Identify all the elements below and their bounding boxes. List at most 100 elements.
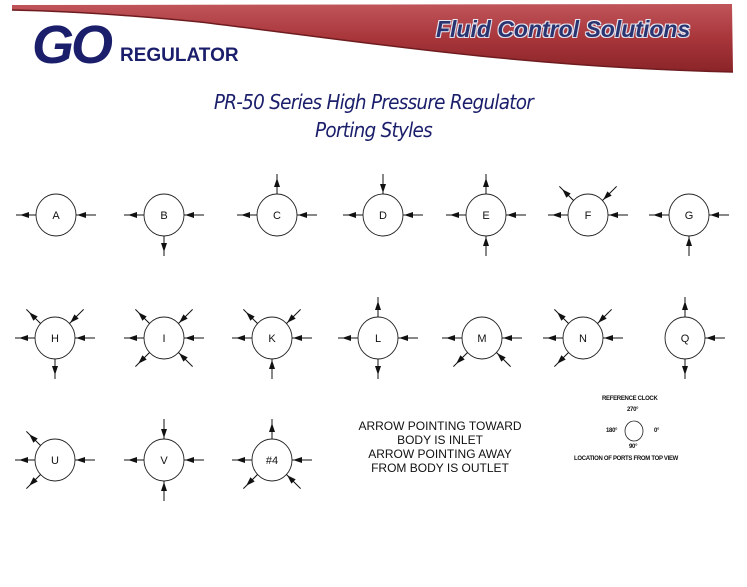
inlet-port-arrow-icon [184,335,204,341]
porting-style-label: Q [681,333,690,345]
outlet-port-arrow-icon [338,335,358,341]
legend-line: ARROW POINTING TOWARD [358,419,522,433]
porting-style-label: N [579,333,587,345]
clock-circle [624,420,644,442]
inlet-port-arrow-icon [686,236,692,256]
porting-style-H: H [15,309,95,379]
inlet-port-arrow-icon [297,212,317,218]
porting-style-M: M [442,316,522,367]
porting-style-label: U [51,455,59,467]
porting-style-I: I [124,309,204,367]
outlet-port-arrow-icon [26,474,41,489]
inlet-port-arrow-icon [286,474,301,489]
porting-style-label: L [375,333,381,345]
outlet-port-arrow-icon [124,335,144,341]
porting-style-K: K [232,309,312,379]
porting-style-E: E [446,174,526,256]
page-title: PR-50 Series High Pressure Regulator [213,90,534,114]
porting-style-label: A [52,210,60,222]
porting-style-label: B [160,210,167,222]
inlet-port-arrow-icon [506,212,526,218]
inlet-port-arrow-icon [705,335,725,341]
outlet-port-arrow-icon [274,174,280,194]
outlet-port-arrow-icon [135,352,150,367]
page-subtitle: Porting Styles [315,118,433,142]
clock-title: REFERENCE CLOCK [602,396,658,402]
porting-style-D: D [343,174,423,237]
inlet-port-arrow-icon [178,352,193,367]
inlet-port-arrow-icon [184,457,204,463]
inlet-port-arrow-icon [292,335,312,341]
clock-caption: LOCATION OF PORTS FROM TOP VIEW [574,456,679,462]
outlet-port-arrow-icon [343,212,363,218]
inlet-port-arrow-icon [709,212,729,218]
porting-style-label: E [482,210,489,222]
porting-style-no4: #4 [232,419,312,489]
inlet-port-arrow-icon [161,481,167,501]
outlet-port-arrow-icon [548,212,568,218]
header-banner [11,4,734,73]
porting-style-A: A [16,193,96,237]
inlet-port-arrow-icon [184,212,204,218]
logo-regulator: REGULATOR [120,45,239,66]
inlet-port-arrow-icon [403,212,423,218]
outlet-port-arrow-icon [26,309,41,324]
clock-label-0: 0° [654,428,660,434]
arrow-legend: ARROW POINTING TOWARD BODY IS INLET ARRO… [340,419,540,475]
inlet-port-arrow-icon [161,419,167,439]
outlet-port-arrow-icon [243,309,258,324]
outlet-port-arrow-icon [15,335,35,341]
inlet-port-arrow-icon [286,309,301,324]
porting-style-B: B [124,193,204,256]
inlet-port-arrow-icon [398,335,418,341]
outlet-port-arrow-icon [52,359,58,379]
outlet-port-arrow-icon [682,359,688,379]
inlet-port-arrow-icon [603,335,623,341]
logo-go: GO [32,15,113,75]
outlet-port-arrow-icon [232,335,252,341]
porting-style-label: G [685,210,694,222]
inlet-port-arrow-icon [292,457,312,463]
outlet-port-arrow-icon [554,309,569,324]
inlet-port-arrow-icon [380,174,386,194]
inlet-port-arrow-icon [483,236,489,256]
porting-style-V: V [124,419,204,501]
tagline: Fluid Control Solutions [436,16,691,42]
inlet-port-arrow-icon [75,457,95,463]
legend-line: FROM BODY IS OUTLET [371,461,509,475]
outlet-port-arrow-icon [559,186,574,201]
inlet-port-arrow-icon [76,212,96,218]
porting-style-U: U [15,431,95,489]
porting-style-N: N [543,309,623,367]
outlet-port-arrow-icon [16,212,36,218]
outlet-port-arrow-icon [135,309,150,324]
porting-style-G: G [649,193,729,256]
outlet-port-arrow-icon [483,174,489,194]
outlet-port-arrow-icon [269,419,275,439]
outlet-port-arrow-icon [161,236,167,256]
porting-style-F: F [548,186,628,237]
porting-style-label: V [160,455,168,467]
outlet-port-arrow-icon [554,352,569,367]
porting-style-label: K [268,333,276,345]
clock-label-90: 90° [629,444,638,450]
outlet-port-arrow-icon [15,457,35,463]
legend-line: BODY IS INLET [397,433,483,447]
porting-style-label: M [477,333,486,345]
inlet-port-arrow-icon [602,186,617,201]
porting-style-L: L [338,297,418,379]
inlet-port-arrow-icon [75,335,95,341]
outlet-port-arrow-icon [649,212,669,218]
inlet-port-arrow-icon [178,309,193,324]
outlet-port-arrow-icon [375,297,381,317]
outlet-port-arrow-icon [26,431,41,446]
outlet-port-arrow-icon [237,212,257,218]
outlet-port-arrow-icon [543,335,563,341]
porting-style-Q: Q [664,297,725,379]
inlet-port-arrow-icon [502,335,522,341]
inlet-port-arrow-icon [597,309,612,324]
clock-label-180: 180° [606,428,618,434]
outlet-port-arrow-icon [232,457,252,463]
porting-style-label: I [162,333,165,345]
